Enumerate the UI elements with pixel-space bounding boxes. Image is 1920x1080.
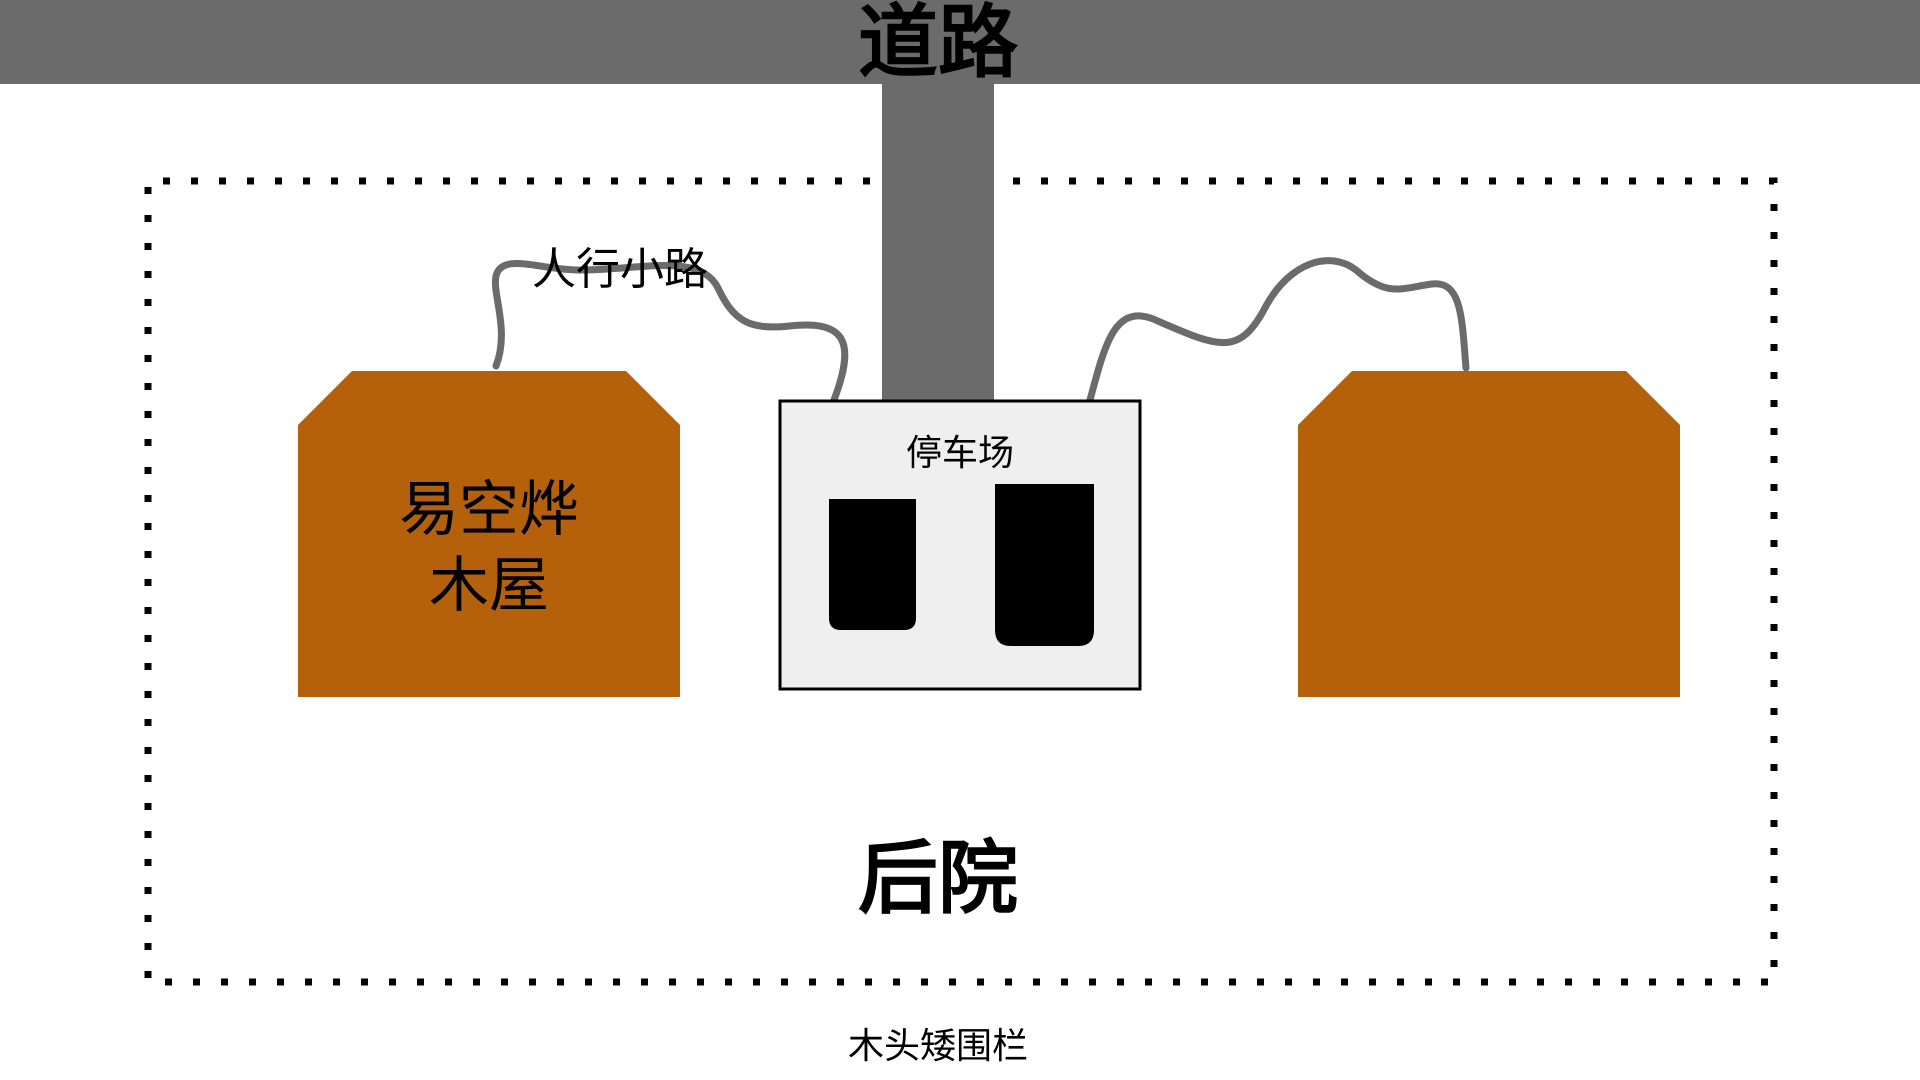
cabin-left-label-line2: 木屋 bbox=[429, 551, 549, 621]
cabin-left bbox=[298, 371, 680, 697]
footpath-left bbox=[491, 260, 849, 404]
driveway bbox=[882, 84, 994, 402]
car-left bbox=[829, 499, 916, 630]
fence-label: 木头矮围栏 bbox=[848, 1026, 1028, 1067]
parking-label: 停车场 bbox=[906, 433, 1014, 474]
cabin-right bbox=[1298, 371, 1680, 697]
road bbox=[0, 0, 1920, 84]
car-right bbox=[995, 484, 1094, 646]
yard-label: 后院 bbox=[858, 832, 1018, 925]
cabin-left-label-line1: 易空烨 bbox=[399, 475, 579, 545]
footpath-right bbox=[1086, 257, 1470, 404]
footpath-label: 人行小路 bbox=[532, 244, 708, 295]
road-label: 道路 bbox=[858, 0, 1019, 89]
